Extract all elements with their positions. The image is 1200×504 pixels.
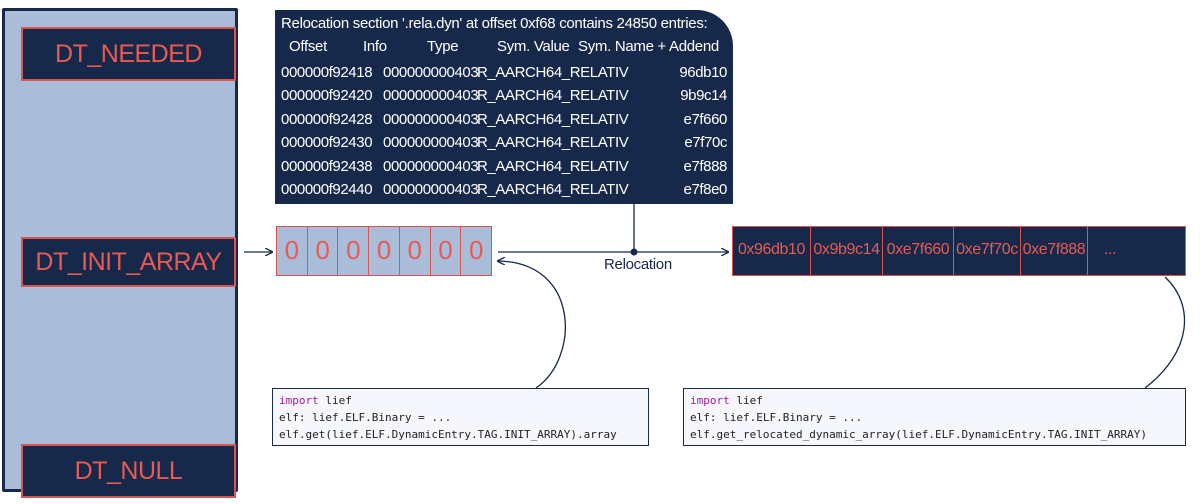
- dt-init-array-entry: DT_INIT_ARRAY: [21, 237, 236, 287]
- relocated-cell: 0xe7f70c: [954, 227, 1021, 275]
- column-header-sym-name-addend: Sym. Name + Addend: [578, 38, 719, 55]
- relocated-cell: 0x96db10: [733, 227, 811, 275]
- import-keyword: import: [690, 394, 730, 407]
- relocation-offset-cell: 000000f92438: [281, 157, 373, 175]
- unrelocated-init-array: 0 0 0 0 0 0 0: [276, 226, 492, 276]
- relocation-type-cell: R_AARCH64_RELATIV: [477, 157, 629, 175]
- relocated-cell: 0xe7f660: [883, 227, 954, 275]
- code-snippet-init-array: import lief elf: lief.ELF.Binary = ... e…: [272, 388, 649, 446]
- relocation-offset-cell: 000000f92428: [281, 110, 373, 128]
- array-cell: 0: [468, 235, 484, 265]
- array-cell: 0: [369, 227, 400, 275]
- dt-null-entry: DT_NULL: [21, 444, 236, 498]
- array-cell: 0: [400, 227, 431, 275]
- relocated-cell: 0xe7f888: [1021, 227, 1088, 275]
- relocation-type-cell: R_AARCH64_RELATIV: [477, 110, 629, 128]
- relocation-type-cell: R_AARCH64_RELATIV: [477, 64, 629, 81]
- relocation-info-cell: 000000000403: [383, 181, 479, 198]
- relocation-offset-cell: 000000f92440: [281, 181, 373, 198]
- curve-array-to-code-right: [1144, 276, 1186, 389]
- column-header-offset: Offset: [289, 38, 327, 55]
- code-line: elf: lief.ELF.Binary = ...: [279, 411, 452, 424]
- relocation-type-cell: R_AARCH64_RELATIV: [477, 181, 629, 198]
- relocation-type-cell: R_AARCH64_RELATIV: [477, 134, 629, 152]
- column-header-type: Type: [427, 38, 459, 55]
- relocation-info-cell: 000000000403: [383, 64, 479, 81]
- dynamic-section-panel: DT_NEEDED DT_INIT_ARRAY DT_NULL: [2, 8, 238, 498]
- relocation-label: Relocation: [604, 256, 672, 273]
- relocation-offset-cell: 000000f92420: [281, 87, 373, 105]
- code-line: import lief: [690, 392, 1179, 409]
- array-cell: 0: [308, 227, 339, 275]
- callout-stem-dot: [630, 248, 638, 256]
- relocation-offset-cell: 000000f92430: [281, 134, 373, 152]
- curve-code-left-to-array: [498, 261, 566, 389]
- dt-needed-entry: DT_NEEDED: [21, 27, 236, 81]
- relocated-init-array: 0x96db10 0x9b9c14 0xe7f660 0xe7f70c 0xe7…: [732, 226, 1186, 276]
- column-header-sym-value: Sym. Value: [497, 38, 570, 55]
- relocation-addend-cell: e7f8e0: [683, 181, 728, 198]
- relocation-addend-cell: e7f888: [683, 157, 728, 175]
- import-keyword: import: [279, 394, 319, 407]
- relocated-cell: 0x9b9c14: [811, 227, 883, 275]
- relocation-addend-cell: e7f70c: [684, 134, 727, 152]
- relocated-cell-ellipsis: ...: [1104, 241, 1117, 258]
- code-line: elf.get_relocated_dynamic_array(lief.ELF…: [690, 428, 1147, 441]
- relocation-info-cell: 000000000403: [383, 134, 479, 152]
- relocation-table-title: Relocation section '.rela.dyn' at offset…: [281, 15, 708, 32]
- column-header-info: Info: [363, 38, 387, 55]
- relocation-type-cell: R_AARCH64_RELATIV: [477, 87, 629, 105]
- code-text: lief: [729, 394, 763, 407]
- relocation-info-cell: 000000000403: [383, 157, 479, 175]
- relocation-offset-cell: 000000f92418: [281, 64, 373, 81]
- array-cell: 0: [277, 227, 308, 275]
- array-cell: 0: [338, 227, 370, 275]
- relocation-addend-cell: 96db10: [679, 64, 727, 81]
- relocation-info-cell: 000000000403: [383, 110, 479, 128]
- code-snippet-relocated-array: import lief elf: lief.ELF.Binary = ... e…: [683, 388, 1186, 446]
- relocation-addend-cell: e7f660: [683, 110, 728, 128]
- relocation-table-callout: Relocation section '.rela.dyn' at offset…: [275, 10, 733, 204]
- code-line: import lief: [279, 392, 642, 409]
- array-cell: 0: [431, 227, 462, 275]
- code-text: lief: [318, 394, 352, 407]
- relocation-info-cell: 000000000403: [383, 87, 479, 105]
- code-line: elf.get(lief.ELF.DynamicEntry.TAG.INIT_A…: [279, 428, 617, 441]
- code-line: elf: lief.ELF.Binary = ...: [690, 411, 863, 424]
- relocation-addend-cell: 9b9c14: [680, 87, 727, 105]
